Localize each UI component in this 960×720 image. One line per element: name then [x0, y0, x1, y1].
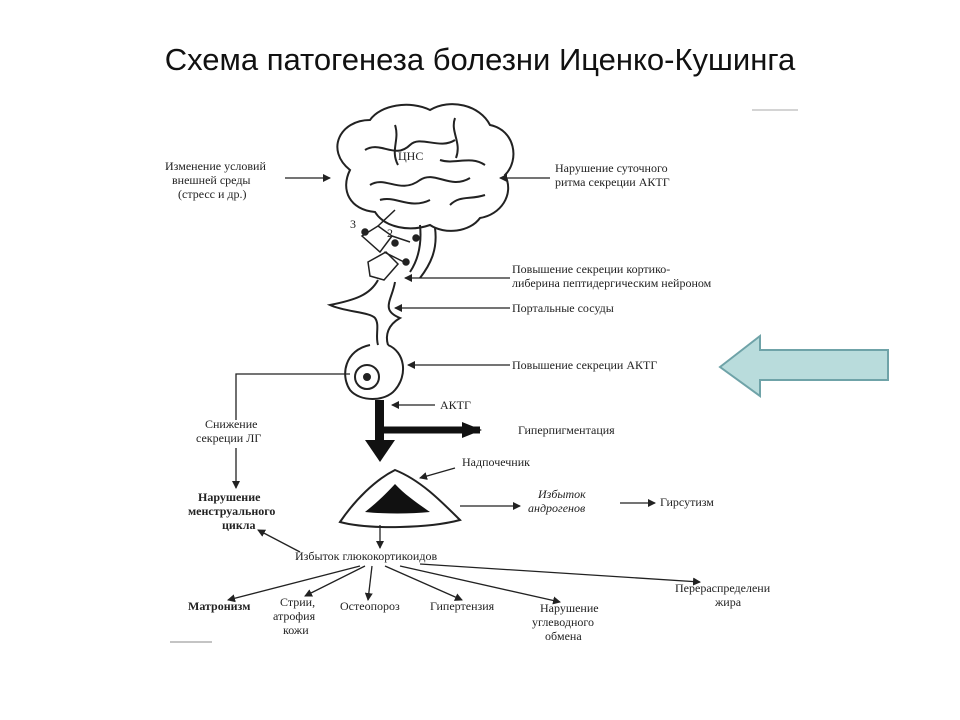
pituitary-stalk [326, 279, 403, 346]
label-androgens: Избыток андрогенов [528, 487, 589, 515]
label-circadian: Нарушение суточного ритма секреции АКТГ [555, 161, 671, 189]
page-title: Схема патогенеза болезни Иценко-Кушинга [164, 42, 796, 77]
label-cns: ЦНС [398, 149, 423, 163]
label-env-change: Изменение условий внешней среды (стресс … [165, 159, 269, 201]
label-2: 2 [387, 226, 393, 240]
acth-main-arrow [365, 400, 482, 462]
label-carb: Нарушение углеводного обмена [532, 601, 602, 643]
label-striae: Стрии, атрофия кожи [273, 595, 318, 637]
label-acth-up: Повышение секреции АКТГ [512, 358, 657, 372]
highlight-arrow [718, 333, 889, 398]
label-hirsutism: Гирсутизм [660, 495, 714, 509]
label-menstrual: Нарушение менструального цикла [188, 490, 278, 532]
diagram-arrows [227, 174, 701, 605]
label-crh: Повышение секреции кортико- либерина пеп… [512, 262, 712, 290]
label-adrenal: Надпочечник [462, 455, 530, 469]
label-fat: Перераспределени жира [675, 581, 773, 609]
label-3: 3 [350, 217, 356, 231]
label-hypertension: Гипертензия [430, 599, 495, 613]
label-portal: Портальные сосуды [512, 301, 614, 315]
label-matronism: Матронизм [188, 599, 250, 613]
label-acth: АКТГ [440, 398, 471, 412]
adrenal-illustration [338, 468, 462, 529]
label-osteoporosis: Остеопороз [340, 599, 400, 613]
label-glucocort: Избыток глюкокортикоидов [295, 549, 437, 563]
pituitary-illustration [344, 344, 404, 400]
label-lh-down: Снижение секреции ЛГ [196, 417, 261, 445]
brain-illustration [336, 103, 515, 279]
hypothalamus-neurons [360, 209, 420, 281]
label-pigment: Гиперпигментация [518, 423, 615, 437]
